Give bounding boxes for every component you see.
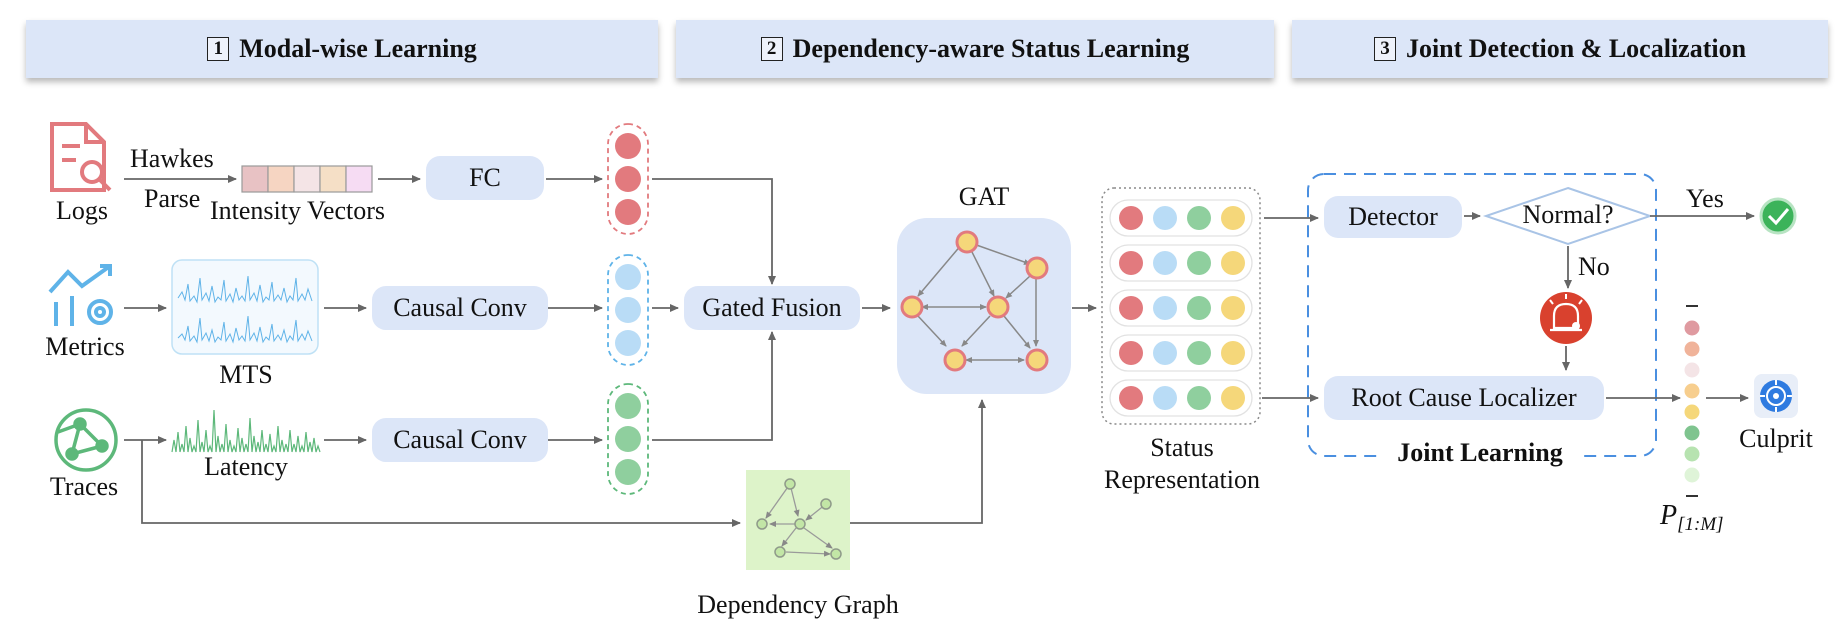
- status-representation: [1101, 187, 1261, 425]
- culprit-icon: [1754, 374, 1798, 418]
- phase-title: Modal-wise Learning: [239, 34, 477, 63]
- flow-arrows: [124, 175, 1755, 527]
- probability-subscript: [1:M]: [1677, 514, 1724, 536]
- status-representation-title: Status Representation: [1090, 432, 1274, 496]
- probability-symbol: P: [1660, 500, 1678, 531]
- parse-label: Parse: [144, 184, 201, 213]
- fc-module: FC: [426, 156, 544, 200]
- latency-label: Latency: [204, 452, 288, 481]
- causal-conv-module-traces: Causal Conv: [372, 418, 548, 462]
- culprit-label: Culprit: [1739, 424, 1813, 453]
- alarm-icon: [1540, 292, 1592, 344]
- mts-label: MTS: [219, 360, 273, 389]
- latency-chart: [171, 409, 321, 453]
- logs-label: Logs: [56, 196, 108, 225]
- intensity-vectors-label: Intensity Vectors: [210, 196, 385, 225]
- phase-title: Joint Detection & Localization: [1405, 34, 1747, 63]
- detector-module: Detector: [1324, 196, 1462, 238]
- probability-vector: [1684, 305, 1700, 497]
- joint-learning-region: [1307, 173, 1657, 457]
- logs-icon: [50, 122, 112, 192]
- gat-label: GAT: [958, 182, 1010, 211]
- metric-embedding-column: [607, 254, 649, 366]
- phase-header-joint-detection: 3 Joint Detection & Localization: [1292, 20, 1828, 78]
- root-cause-localizer-module: Root Cause Localizer: [1324, 376, 1604, 420]
- log-embedding-column: [607, 123, 649, 235]
- dependency-graph: [746, 470, 850, 570]
- trace-embedding-column: [607, 383, 649, 495]
- metrics-label: Metrics: [45, 332, 125, 361]
- gated-fusion-module: Gated Fusion: [684, 286, 860, 330]
- causal-conv-module-metrics: Causal Conv: [372, 286, 548, 330]
- phase-number: 2: [760, 37, 783, 61]
- no-label: No: [1578, 252, 1610, 281]
- status-label-line2: Representation: [1104, 465, 1260, 494]
- hawkes-label: Hawkes: [130, 144, 214, 173]
- check-icon: [1759, 197, 1797, 235]
- gat-graph: [897, 218, 1071, 394]
- phase-number: 1: [207, 37, 230, 61]
- traces-icon: [54, 408, 118, 472]
- traces-label: Traces: [49, 472, 119, 501]
- metrics-icon: [48, 264, 113, 326]
- decision-diamond: [1482, 186, 1654, 246]
- decision-label: Normal?: [1522, 200, 1614, 229]
- mts-chart: [171, 259, 319, 355]
- joint-learning-label: Joint Learning: [1380, 438, 1580, 468]
- yes-label: Yes: [1686, 184, 1724, 213]
- phase-number: 3: [1373, 37, 1396, 61]
- intensity-vector-strip: [241, 165, 373, 193]
- phase-header-modal-wise: 1 Modal-wise Learning: [26, 20, 658, 78]
- phase-header-dependency-aware: 2 Dependency-aware Status Learning: [676, 20, 1274, 78]
- dependency-graph-label: Dependency Graph: [697, 590, 899, 619]
- phase-title: Dependency-aware Status Learning: [792, 34, 1190, 63]
- probability-label: P[1:M]: [1660, 500, 1724, 536]
- status-label-line1: Status: [1150, 433, 1214, 462]
